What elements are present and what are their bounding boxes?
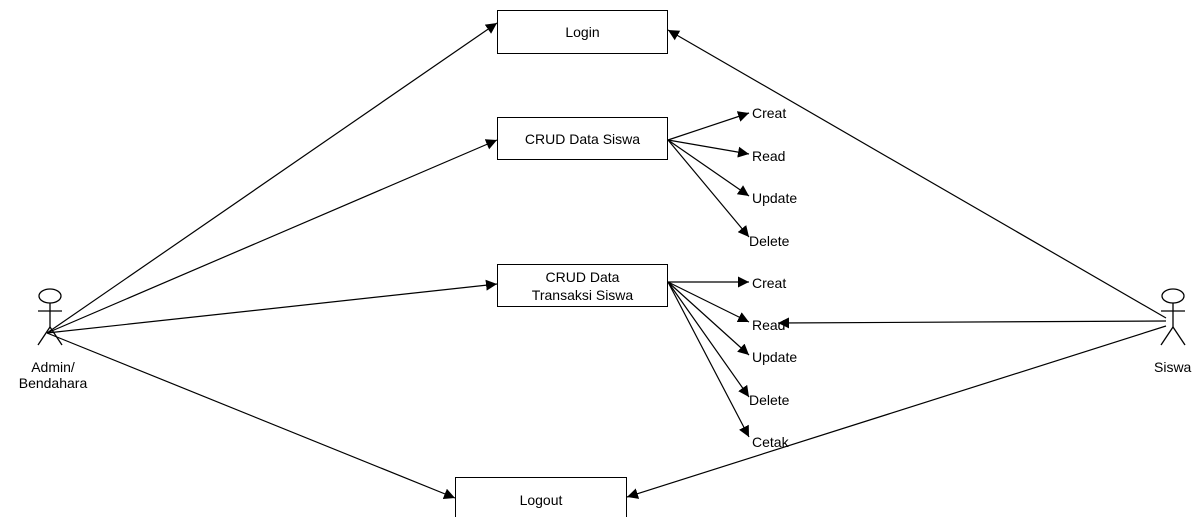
arrow-admin-login <box>46 22 498 334</box>
arrow-siswa-login <box>667 29 1167 319</box>
arrow-siswa-read-op <box>667 139 750 158</box>
siswa-op-update: Update <box>752 190 798 206</box>
admin-actor-label: Admin/ Bendahara <box>18 359 88 391</box>
use-case-login[interactable]: Login <box>497 10 668 54</box>
transaksi-op-read: Read <box>752 317 786 333</box>
use-case-crud-data-siswa[interactable]: CRUD Data Siswa <box>497 117 668 160</box>
arrow-transaksi-update <box>667 281 750 356</box>
arrow-siswa-creat <box>667 111 750 141</box>
arrow-admin-logout <box>46 332 456 499</box>
transaksi-op-delete: Delete <box>749 392 790 408</box>
arrow-transaksi-delete <box>667 281 750 398</box>
admin-label-line1: Admin/ <box>31 359 75 375</box>
siswa-op-read: Read <box>752 148 786 164</box>
arrow-siswa-logout <box>626 325 1167 499</box>
arrow-siswa-delete <box>667 139 750 238</box>
arrow-admin-crud-siswa <box>46 139 498 334</box>
siswa-op-delete: Delete <box>749 233 790 249</box>
transaksi-op-update: Update <box>752 349 798 365</box>
siswa-op-creat: Creat <box>752 105 787 121</box>
arrow-admin-crud-transaksi <box>46 279 498 334</box>
transaksi-op-cetak: Cetak <box>752 434 789 450</box>
arrow-siswa-update <box>667 139 750 197</box>
use-case-logout[interactable]: Logout <box>455 477 627 517</box>
admin-label-line2: Bendahara <box>18 375 88 391</box>
arrow-transaksi-read <box>667 281 750 323</box>
siswa-actor-icon <box>1160 288 1186 346</box>
admin-actor-icon <box>37 288 63 346</box>
siswa-actor-label: Siswa <box>1154 359 1192 375</box>
arrow-transaksi-cetak <box>667 281 750 438</box>
transaksi-op-creat: Creat <box>752 275 787 291</box>
crud-transaksi-line2: Transaksi Siswa <box>531 286 634 303</box>
arrow-siswa-read <box>777 317 1167 329</box>
crud-transaksi-line1: CRUD Data <box>545 268 620 285</box>
use-case-crud-data-transaksi[interactable]: CRUD Data Transaksi Siswa <box>497 264 668 307</box>
